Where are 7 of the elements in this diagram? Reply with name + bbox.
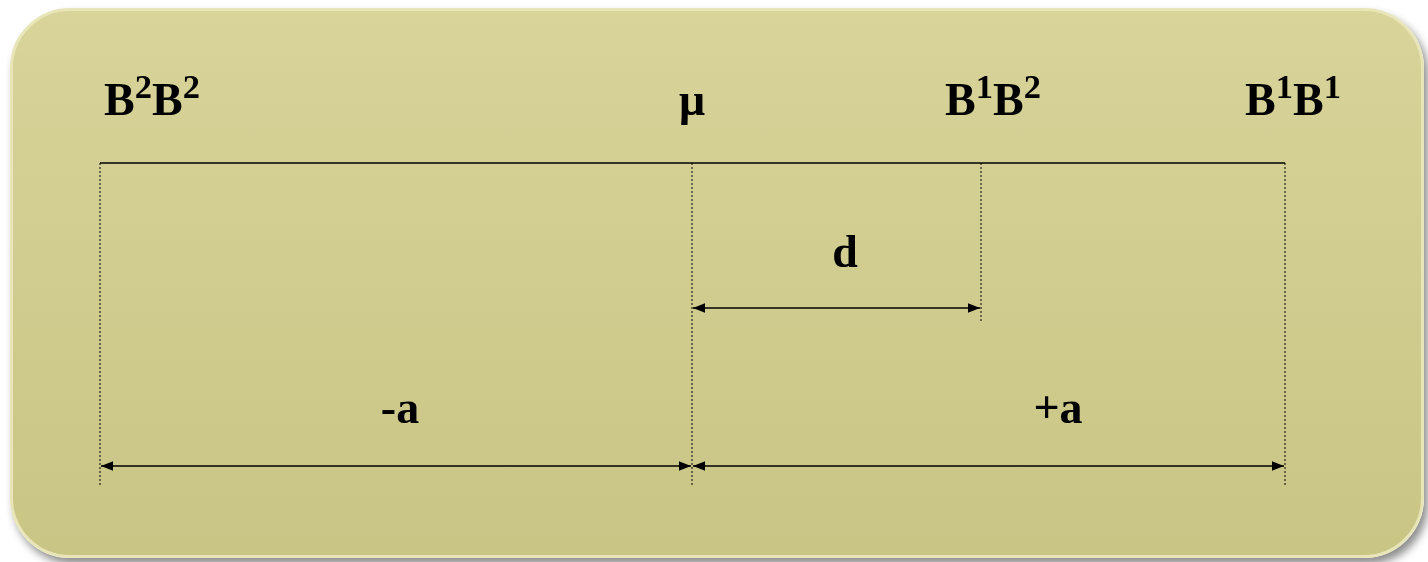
genotype-label: B$^{1}$B$^{1}$ <box>1245 77 1341 123</box>
dimension-label: +a <box>1033 385 1083 431</box>
dimension-label: -a <box>380 385 420 431</box>
mean-label: μ <box>678 77 706 123</box>
genotype-label: B$^{1}$B$^{2}$ <box>945 77 1041 123</box>
genotype-label: B$^{2}$B$^{2}$ <box>104 77 200 123</box>
dimension-label: d <box>832 229 858 275</box>
